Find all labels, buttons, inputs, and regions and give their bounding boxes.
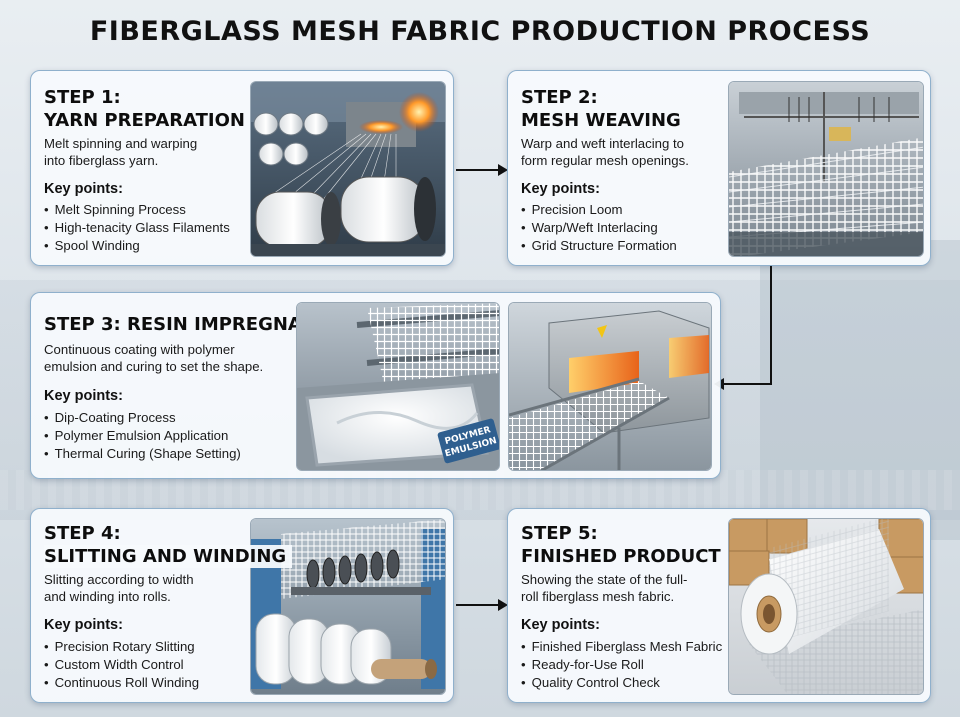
step-2-key-points-label: Key points: [521, 181, 600, 197]
step-4-key-points-label: Key points: [44, 617, 123, 633]
step-3-card: STEP 3: RESIN IMPREGNATION Continuous co… [30, 292, 721, 479]
step-1-desc-line: Melt spinning and warping [44, 136, 198, 151]
list-item: Continuous Roll Winding [44, 674, 199, 692]
step-4-desc-line: Slitting according to width [44, 572, 194, 587]
page-title: FIBERGLASS MESH FABRIC PRODUCTION PROCES… [89, 16, 871, 47]
mesh-weaving-photo [728, 81, 924, 257]
step-2-number: STEP 2: [521, 87, 598, 108]
finished-roll-photo [728, 518, 924, 695]
step-1-desc-line: into fiberglass yarn. [44, 153, 159, 168]
step-1-key-points: Melt Spinning Process High-tenacity Glas… [44, 201, 230, 255]
step-1-heading: STEP 1: YARN PREPARATION [44, 86, 245, 132]
step-4-description: Slitting according to width and winding … [44, 571, 254, 605]
step-2-card: STEP 2: MESH WEAVING Warp and weft inter… [507, 70, 931, 266]
step-5-name: FINISHED PRODUCT [521, 546, 721, 567]
list-item: Grid Structure Formation [521, 237, 677, 255]
step-2-description: Warp and weft interlacing to form regula… [521, 135, 726, 169]
step-2-desc-line: Warp and weft interlacing to [521, 136, 684, 151]
polymer-emulsion-label: POLYMER EMULSION [437, 418, 499, 464]
step-5-key-points-label: Key points: [521, 617, 600, 633]
list-item: Quality Control Check [521, 674, 722, 692]
step-2-name: MESH WEAVING [521, 110, 681, 131]
step-2-key-points: Precision Loom Warp/Weft Interlacing Gri… [521, 201, 677, 255]
list-item: Spool Winding [44, 237, 230, 255]
list-item: Thermal Curing (Shape Setting) [44, 445, 241, 463]
step-4-name: SLITTING AND WINDING [44, 545, 293, 568]
step-1-card: STEP 1: YARN PREPARATION Melt spinning a… [30, 70, 454, 266]
list-item: High-tenacity Glass Filaments [44, 219, 230, 237]
list-item: Precision Loom [521, 201, 677, 219]
step-2-desc-line: form regular mesh openings. [521, 153, 689, 168]
dip-coating-photo: POLYMER EMULSION [296, 302, 500, 471]
list-item: Polymer Emulsion Application [44, 427, 241, 445]
list-item: Warp/Weft Interlacing [521, 219, 677, 237]
list-item: Finished Fiberglass Mesh Fabric [521, 638, 723, 656]
list-item: Custom Width Control [44, 656, 199, 674]
step-3-description: Continuous coating with polymer emulsion… [44, 341, 304, 375]
step-4-card: STEP 4: SLITTING AND WINDING Slitting ac… [30, 508, 454, 703]
factory-machine-background [760, 240, 960, 540]
step-3-desc-line: emulsion and curing to set the shape. [44, 359, 264, 374]
list-item: Melt Spinning Process [44, 201, 230, 219]
step-5-description: Showing the state of the full- roll fibe… [521, 571, 731, 605]
step-5-card: STEP 5: FINISHED PRODUCT Showing the sta… [507, 508, 931, 703]
list-item: Precision Rotary Slitting [44, 638, 199, 656]
step-3-key-points: Dip-Coating Process Polymer Emulsion App… [44, 409, 241, 463]
thermal-curing-oven-photo [508, 302, 712, 471]
step-5-heading: STEP 5: FINISHED PRODUCT [521, 522, 721, 568]
step-5-key-points: Finished Fiberglass Mesh Fabric Ready-fo… [521, 638, 723, 692]
arrow-step1-to-step2 [456, 164, 508, 176]
step-1-description: Melt spinning and warping into fiberglas… [44, 135, 244, 169]
step-3-desc-line: Continuous coating with polymer [44, 342, 235, 357]
step-5-number: STEP 5: [521, 523, 598, 544]
arrow-step4-to-step5 [456, 599, 508, 611]
step-3-heading: STEP 3: RESIN IMPREGNATION [44, 314, 350, 335]
step-2-heading: STEP 2: MESH WEAVING [521, 86, 681, 132]
step-4-number: STEP 4: [44, 523, 121, 544]
step-1-key-points-label: Key points: [44, 181, 123, 197]
step-5-desc-line: Showing the state of the full- [521, 572, 688, 587]
step-3-key-points-label: Key points: [44, 388, 123, 404]
list-item: Dip-Coating Process [44, 409, 241, 427]
step-4-heading: STEP 4: SLITTING AND WINDING [44, 522, 293, 568]
step-4-key-points: Precision Rotary Slitting Custom Width C… [44, 638, 199, 692]
step-1-name: YARN PREPARATION [44, 110, 245, 131]
yarn-preparation-photo [250, 81, 446, 257]
step-5-desc-line: roll fiberglass mesh fabric. [521, 589, 675, 604]
step-4-desc-line: and winding into rolls. [44, 589, 171, 604]
list-item: Ready-for-Use Roll [521, 656, 722, 674]
step-1-number: STEP 1: [44, 87, 121, 108]
